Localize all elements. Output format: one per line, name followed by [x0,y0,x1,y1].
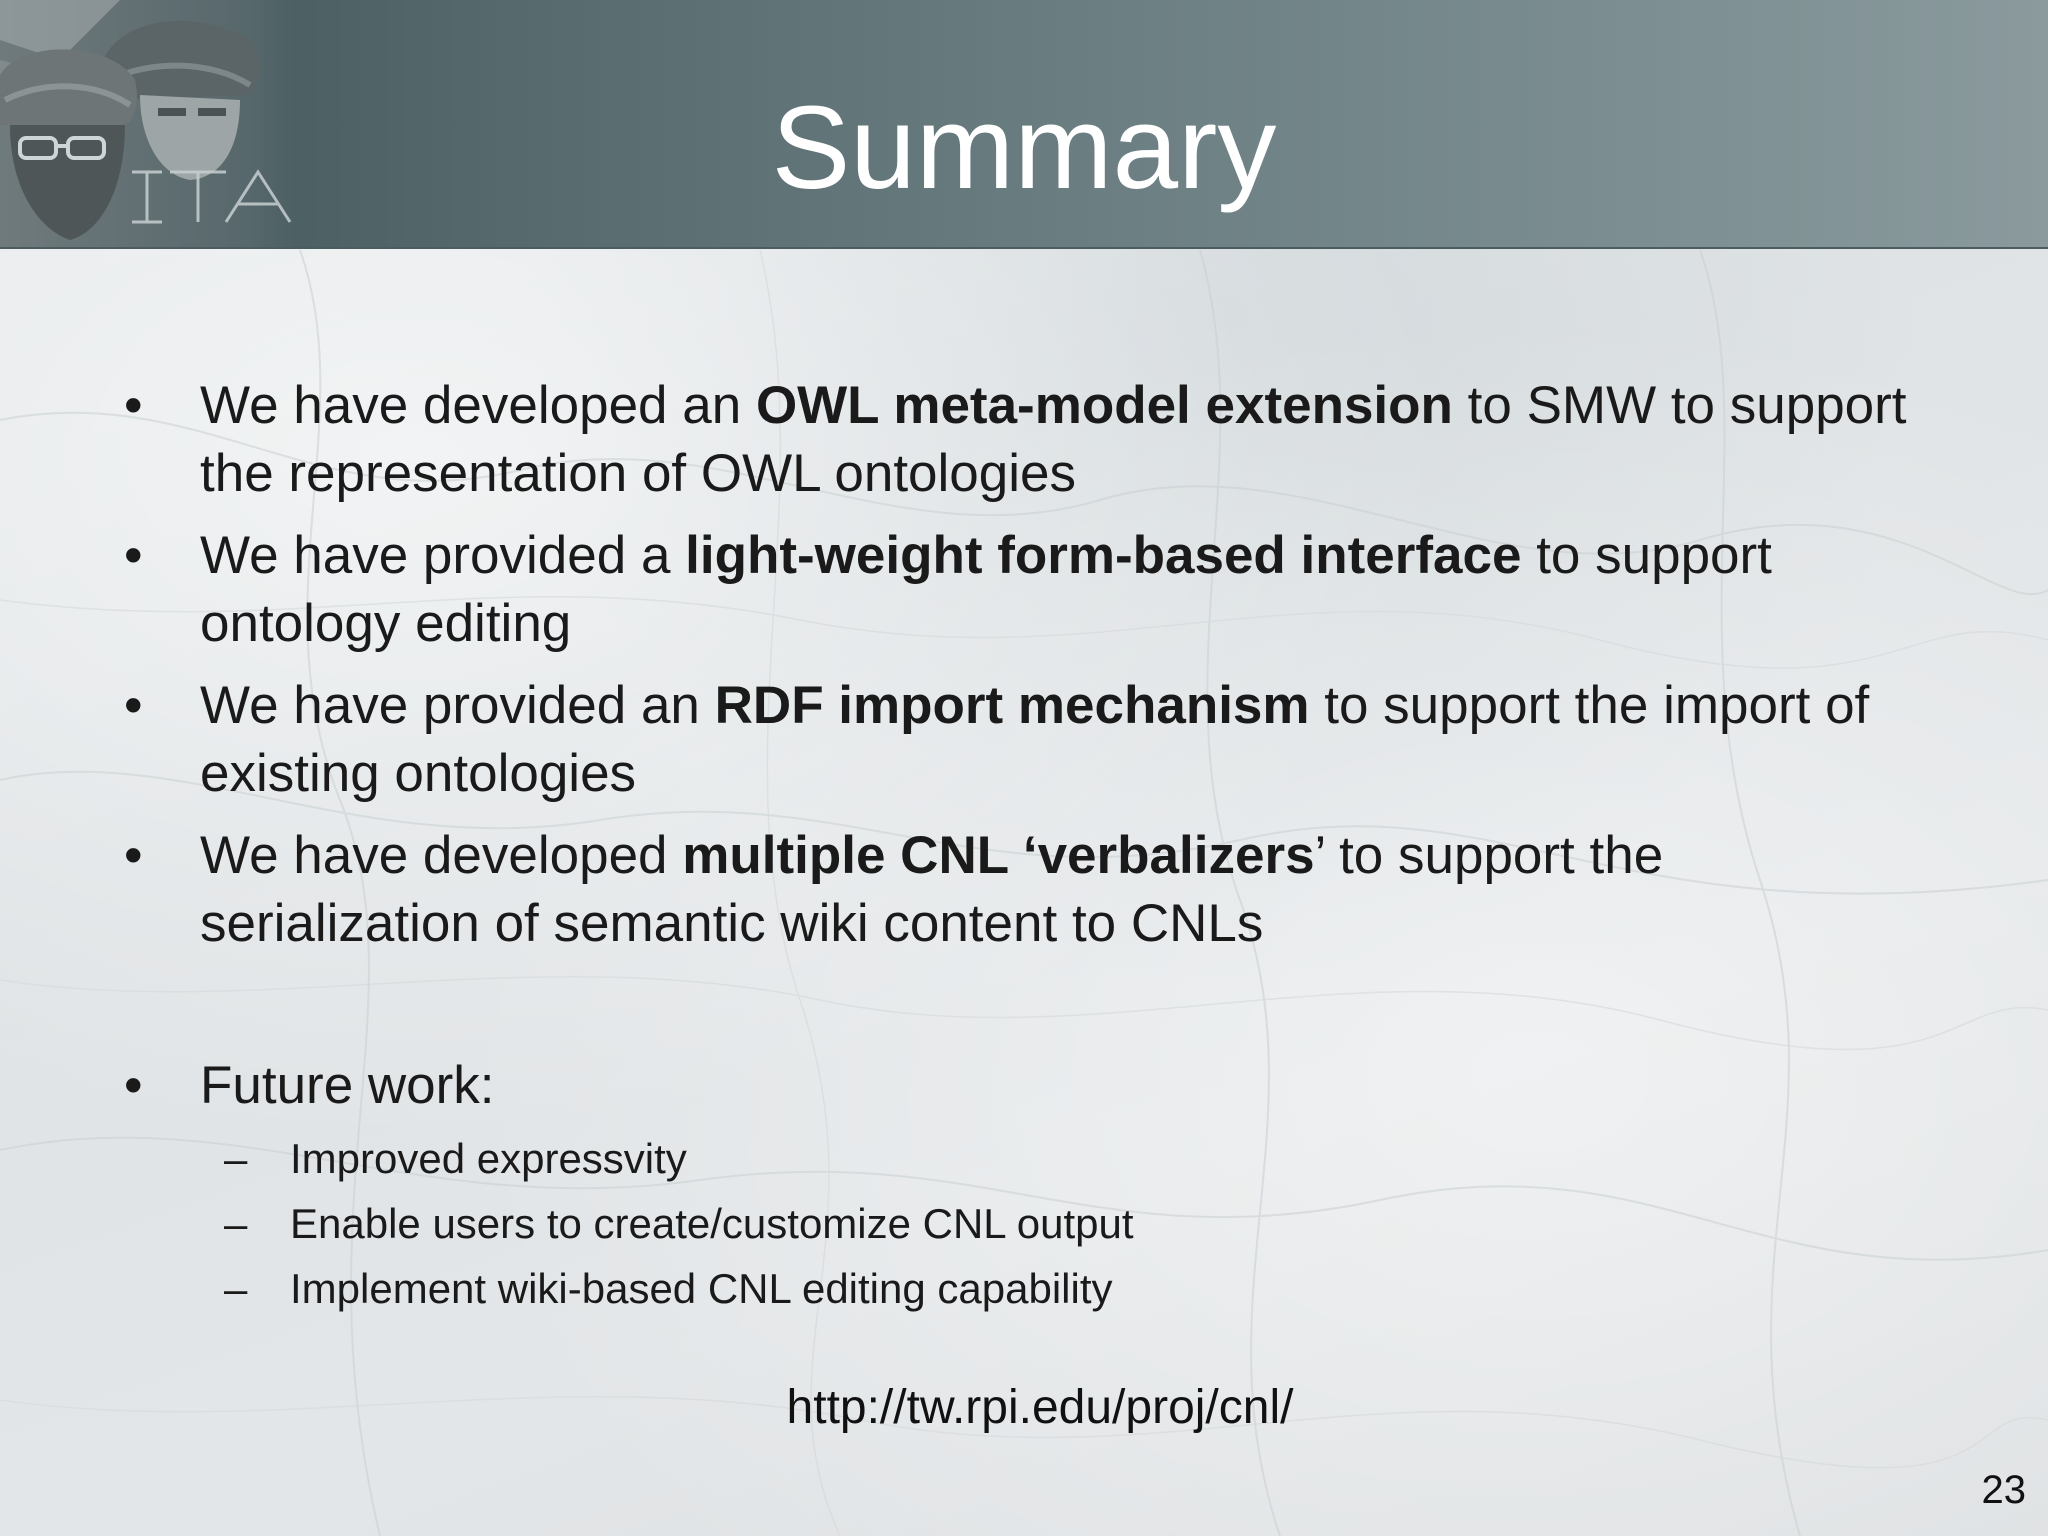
future-work-item: – Implement wiki-based CNL editing capab… [224,1263,1790,1315]
future-work-item-text: Enable users to create/customize CNL out… [290,1200,1134,1247]
bullet-glyph: • [124,526,143,585]
bullet-item: • We have developed multiple CNL ‘verbal… [124,822,1920,958]
bullet-text: ’ to support the serialization of semant… [200,826,1664,953]
dash-glyph: – [224,1265,248,1312]
page-number: 23 [1981,1468,2027,1512]
bullet-glyph: • [124,376,143,435]
bullet-text: We have provided a [200,526,686,585]
slide-title: Summary [771,82,1277,214]
bullet-bold-text: RDF import mechanism [714,676,1310,735]
future-work-heading: • Future work: [124,1052,1920,1120]
bullet-text: We have developed [200,826,683,885]
future-work-item: – Improved expressvity [224,1133,1790,1185]
future-work-label: Future work: [200,1056,495,1115]
future-work-item: – Enable users to create/customize CNL o… [224,1198,1790,1250]
bullet-bold-text: light-weight form-based interface [685,526,1522,585]
bullet-item: • We have provided a light-weight form-b… [124,522,1920,658]
dash-glyph: – [224,1135,248,1182]
bullet-text: We have developed an [200,376,756,435]
bullet-text: to support the import of existing ontolo… [200,676,1870,803]
bullet-glyph: • [124,676,143,735]
bullet-text: to support ontology editing [200,526,1772,653]
bullet-text: to SMW to support the representation of … [200,376,1907,503]
bullet-item: • We have developed an OWL meta-model ex… [124,372,1920,508]
bullet-text: We have provided an [200,676,715,735]
future-work-item-text: Implement wiki-based CNL editing capabil… [290,1265,1113,1312]
bullet-bold-text: multiple CNL ‘verbalizers [682,826,1315,885]
bullet-glyph: • [124,826,143,885]
bullet-glyph: • [124,1056,143,1115]
soldiers-photo [0,0,320,247]
header-band [0,0,2048,249]
project-url-link[interactable]: http://tw.rpi.edu/proj/cnl/ [786,1381,1294,1434]
future-work-item-text: Improved expressvity [290,1135,687,1182]
bullet-bold-text: OWL meta-model extension [755,376,1453,435]
ita-logo [132,169,292,224]
bullet-item: • We have provided an RDF import mechani… [124,672,1920,808]
dash-glyph: – [224,1200,248,1247]
